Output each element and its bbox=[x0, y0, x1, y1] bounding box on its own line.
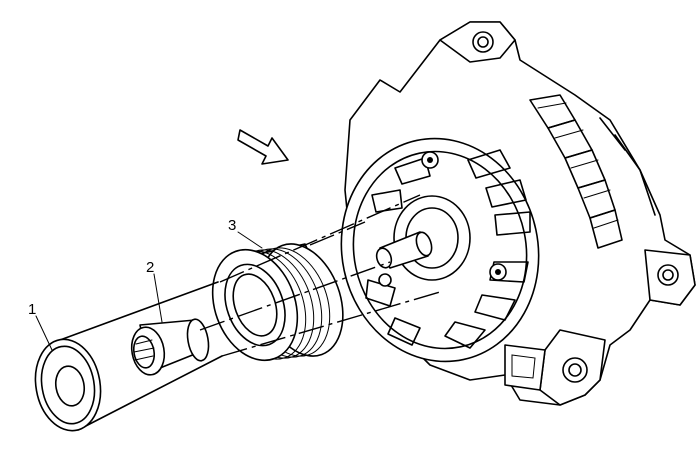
pulley bbox=[211, 243, 344, 362]
callout-2: 2 bbox=[146, 259, 163, 323]
alignment-centerlines bbox=[199, 194, 441, 357]
callout-1-label: 1 bbox=[28, 301, 36, 318]
callout-2-label: 2 bbox=[146, 259, 154, 276]
callout-1: 1 bbox=[28, 301, 53, 351]
callout-3: 3 bbox=[228, 217, 263, 249]
direction-arrow-icon bbox=[237, 129, 289, 165]
alternator bbox=[340, 21, 696, 406]
stator-fins bbox=[529, 94, 656, 249]
sleeve-tool bbox=[34, 281, 223, 432]
rotor-shaft bbox=[375, 195, 471, 281]
callout-3-label: 3 bbox=[228, 217, 236, 234]
socket-tool bbox=[130, 318, 210, 376]
